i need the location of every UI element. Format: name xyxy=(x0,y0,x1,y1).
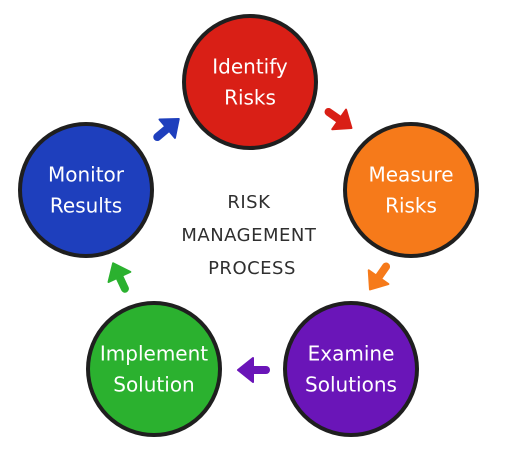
arrow-examine-to-implement-icon-head xyxy=(237,357,254,383)
implement-solution-node-circle xyxy=(86,301,222,437)
identify-risks-node-circle xyxy=(182,14,318,150)
arrow-monitor-to-identify-icon-head xyxy=(158,118,180,139)
arrow-measure-to-examine-icon-head xyxy=(367,269,390,291)
monitor-results-node-label-line-2: Results xyxy=(50,194,122,218)
arrows-group xyxy=(107,107,391,383)
arrow-identify-to-measure-icon-head xyxy=(331,108,353,131)
implement-solution-node-label-line-2: Solution xyxy=(113,373,194,397)
measure-risks-node-label-line-1: Measure xyxy=(369,163,454,187)
center-title-line-1: RISK xyxy=(227,192,271,213)
arrow-monitor-to-identify-icon xyxy=(153,118,180,141)
arrow-examine-to-implement-icon xyxy=(237,357,270,383)
monitor-results-node-circle xyxy=(18,122,154,258)
center-title-line-3: PROCESS xyxy=(208,258,296,279)
center-title: RISK MANAGEMENT PROCESS xyxy=(181,192,322,279)
arrow-measure-to-examine-icon xyxy=(367,262,391,291)
measure-risks-node-circle xyxy=(343,122,479,258)
monitor-results-node-label-line-1: Monitor xyxy=(48,163,125,187)
examine-solutions-node-label-line-1: Examine xyxy=(308,342,395,366)
measure-risks-node-label-line-2: Risks xyxy=(385,194,437,218)
arrow-identify-to-measure-icon xyxy=(324,107,353,131)
center-title-line-2: MANAGEMENT xyxy=(181,225,316,246)
implement-solution-node-label-line-1: Implement xyxy=(100,342,208,366)
identify-risks-node-label-line-1: Identify xyxy=(212,55,288,79)
arrow-implement-to-monitor-icon xyxy=(107,262,132,293)
examine-solutions-node-label-line-2: Solutions xyxy=(305,373,397,397)
identify-risks-node-label-line-2: Risks xyxy=(224,86,276,110)
arrow-implement-to-monitor-icon-head xyxy=(107,262,132,283)
examine-solutions-node-circle xyxy=(283,301,419,437)
